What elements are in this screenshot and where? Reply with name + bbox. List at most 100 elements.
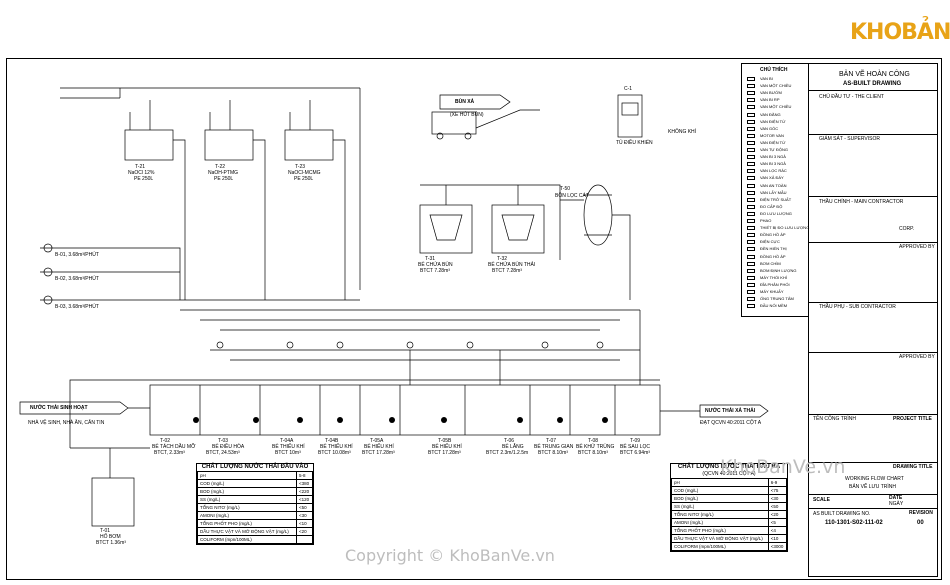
table-row: COLIFORM (mpn/100ML)	[197, 535, 313, 544]
legend-item: VAN MỘT CHIỀU	[760, 83, 792, 89]
chem-tank-3-name: NaOCl-MCMG	[288, 170, 321, 176]
drawing-no-label: AS BUILT DRAWING NO.	[813, 511, 871, 517]
legend-symbol-icon	[747, 91, 755, 96]
legend-item: VAN ĐIỆN TỪ	[760, 139, 786, 145]
tank-t09-vol: BTCT 6.94m³	[620, 450, 650, 456]
air-label: KHÔNG KHÍ	[668, 129, 697, 135]
legend-symbol-icon	[747, 183, 755, 188]
subcontractor-label: THẦU PHỤ - SUB CONTRACTOR	[819, 304, 896, 310]
table-row: AMONI (mg/L)<30	[197, 511, 313, 520]
title-en: AS-BUILT DRAWING	[843, 81, 902, 87]
legend-item: MOTOR VAN	[760, 132, 784, 138]
tank-t08-name: BỂ KHỬ TRÙNG	[576, 444, 615, 450]
legend-item: ĐO LƯU LƯỢNG	[760, 210, 792, 216]
outlet-label: NƯỚC THẢI XẢ THẢI	[705, 408, 756, 414]
drawing-number: 110-1301-S02-111-02	[825, 520, 883, 526]
table-row: TỔNG PHỐT PHO (mg/L)<4	[671, 526, 788, 535]
legend-item: VAN GÓC	[760, 125, 779, 131]
main-tank-row	[149, 384, 661, 436]
tank-t05b-name: BỂ HIẾU KHÍ	[432, 444, 462, 450]
inlet-label: NƯỚC THẢI SINH HOẠT	[30, 405, 88, 411]
pump-pit	[91, 477, 135, 527]
table-row: SS (mg/L)<120	[197, 495, 313, 504]
sludge-tank-1	[419, 204, 473, 254]
legend-symbol-icon	[747, 98, 755, 103]
revision-label: REVISION	[909, 510, 933, 516]
legend-symbol-icon	[747, 84, 755, 89]
chem-tank-2-name: NaOH-PTMG	[208, 170, 238, 176]
tank-t07-name: BỂ TRUNG GIAN	[534, 444, 574, 450]
tank-t07-vol: BTCT 8.10m³	[538, 450, 568, 456]
project-title-label: PROJECT TITLE	[893, 416, 932, 422]
chem-tank-1-name: NaOCl 12%	[128, 170, 155, 176]
legend-item: ĐĨA PHÂN PHỐI	[760, 281, 790, 287]
date-label: DATE	[889, 495, 903, 501]
title-block: BẢN VẼ HOÀN CÔNG AS-BUILT DRAWING CHỦ ĐẦ…	[808, 63, 938, 577]
legend-item: VAN BI 3 NGẢ	[760, 161, 786, 167]
table-row: SS (mg/L)<50	[671, 502, 788, 511]
corp-label: CORP.	[899, 226, 915, 232]
table-row: COD (mg/L)<380	[197, 479, 313, 488]
tank-t06-vol: BTCT 2.3m/1.2.5m	[486, 450, 529, 456]
brand-logo: KHOBẢNVẼ	[850, 20, 950, 45]
output-table-subtitle: (QCVN 40:2011 CỘT A)	[702, 471, 756, 477]
tank-t03-vol: BTCT, 24.53m³	[206, 450, 240, 456]
legend-symbol-icon	[747, 155, 755, 160]
tank-t04b-name: BỂ THIẾU KHÍ	[320, 444, 353, 450]
tank-t05a-name: BỂ HIẾU KHÍ	[364, 444, 394, 450]
legend-symbol-icon	[747, 275, 755, 280]
legend-symbol-icon	[747, 268, 755, 273]
tank-t03-name: BỂ ĐIỀU HÒA	[212, 444, 245, 450]
legend-symbol-icon	[747, 282, 755, 287]
outlet-sublabel: ĐẠT QCVN 40:2011 CỘT A	[700, 420, 762, 426]
legend-symbol-icon	[747, 140, 755, 145]
control-box	[617, 94, 643, 138]
sludge-label: BÙN XẢ	[455, 99, 475, 105]
sludge-tank-2-name: BỂ CHỨA BÙN THẢI	[488, 262, 536, 268]
tank-t04a-name: BỂ THIẾU KHÍ	[272, 444, 305, 450]
legend-item: PHAO	[760, 218, 772, 223]
legend-item: VAN ĐĂNG	[760, 111, 781, 117]
blower-1-label: B-01, 3.68m³/PHÚT	[55, 252, 99, 258]
table-row: BOD (mg/L)<220	[197, 487, 313, 496]
client-label: CHỦ ĐẦU TƯ - THE CLIENT	[819, 94, 884, 100]
legend-symbol-icon	[747, 133, 755, 138]
control-box-id: C-1	[624, 86, 633, 92]
legend-symbol-icon	[747, 148, 755, 152]
tank-t08-vol: BTCT 8.10m³	[578, 450, 608, 456]
chem-tank-3	[284, 129, 334, 161]
ban-ve-label: BẢN VẼ LƯU TRÌNH	[849, 484, 896, 490]
table-row: DẦU THỰC VẬT VÀ MỠ ĐỘNG VẬT (mg/L)<10	[671, 534, 788, 543]
chem-tank-1-id: T-21	[135, 164, 146, 170]
tank-t04b-vol: BTCT 10.08m³	[318, 450, 351, 456]
logo-text: KHOBẢNVẼ	[850, 20, 950, 45]
chem-tank-2-id: T-22	[215, 164, 226, 170]
legend-item: THIẾT BỊ ĐO LƯU LƯỢNG	[760, 225, 810, 231]
sludge-tank-1-vol: BTCT 7.28m³	[420, 268, 450, 274]
legend-symbol-icon	[747, 290, 755, 294]
legend-item: VAN LỌC RÁC	[760, 168, 787, 174]
drawing-frame	[6, 58, 942, 580]
tank-t04a-id: T-04A	[280, 438, 294, 444]
legend-item: ĐIỆN CỰC	[760, 239, 780, 245]
tank-t02-vol: BTCT, 2.33m³	[154, 450, 185, 456]
outlet-arrow	[699, 404, 769, 418]
tank-t02-name: BỂ TÁCH DẦU MỠ	[152, 444, 196, 450]
legend-item: ĐIỆN TRỞ SUẤT	[760, 196, 792, 202]
legend-item: ĐỒNG HỒ ÁP	[760, 253, 786, 259]
legend-symbol-icon	[747, 197, 755, 202]
pump-pit-name: HỐ BƠM	[100, 534, 121, 540]
legend-symbol-icon	[747, 190, 755, 195]
sludge-tank-1-name: BỂ CHỨA BÙN	[418, 262, 453, 268]
legend-item: VAN BƯỚM	[760, 90, 782, 96]
legend-symbol-icon	[747, 204, 755, 209]
legend-symbol-icon	[747, 297, 755, 302]
legend-item: MÁY THỔI KHÍ	[760, 274, 787, 280]
legend-symbol-icon	[747, 169, 755, 174]
legend-symbol-icon	[747, 254, 755, 259]
sludge-sublabel: (XE HÚT BÙN)	[450, 112, 484, 118]
legend-symbol-icon	[747, 176, 755, 181]
